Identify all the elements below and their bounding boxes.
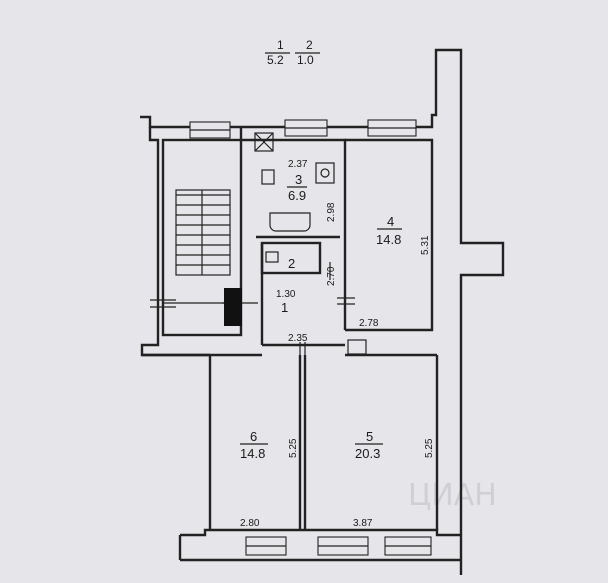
walls: [140, 48, 505, 575]
entry-marker: [224, 288, 242, 326]
dim-hall-length: 2.35: [288, 333, 308, 344]
radiator-icon: [347, 339, 367, 355]
dim-kitchen-width: 2.37: [288, 159, 308, 170]
dim-room5-height: 5.25: [424, 438, 435, 458]
staircase: [150, 189, 258, 308]
room5-number: 5: [366, 429, 373, 444]
room1-number: 1: [281, 300, 288, 315]
bathtub-icon: [269, 212, 311, 232]
doors: [299, 262, 355, 370]
watermark: ЦИАН: [408, 478, 497, 513]
dim-room6-height: 5.25: [288, 438, 299, 458]
dim-bath-depth: 2.70: [326, 266, 337, 286]
dim-room5-width: 3.87: [353, 518, 373, 529]
room3-area: 6.9: [288, 188, 306, 203]
dim-room4-width: 2.78: [359, 318, 379, 329]
dim-room4-height: 5.31: [420, 235, 431, 255]
header-room1-area: 5.2: [267, 53, 284, 67]
header-room1-number: 1: [277, 38, 284, 52]
dim-room6-width: 2.80: [240, 518, 260, 529]
dimension-labels: 2.98 5.31 2.78 2.70 1.30 2.35 5.25 5.25 …: [240, 202, 435, 529]
room4-number: 4: [387, 214, 394, 229]
room3-number: 3: [295, 172, 302, 187]
vent-shaft-icon: [254, 132, 274, 152]
dim-kitchen-depth: 2.98: [326, 202, 337, 222]
room6-area: 14.8: [240, 446, 265, 461]
stove-icon: [315, 162, 335, 184]
room6-number: 6: [250, 429, 257, 444]
room5-area: 20.3: [355, 446, 380, 461]
toilet-icon: [265, 251, 279, 263]
dim-hall-width: 1.30: [276, 289, 296, 300]
header-room2-number: 2: [306, 38, 313, 52]
windows: [189, 119, 432, 556]
room-labels: 2.37 3 6.9 4 14.8 2 1 6 14.8 5 20.3: [240, 159, 402, 461]
area-header: 1 5.2 2 1.0: [265, 38, 320, 67]
room2-number: 2: [288, 256, 295, 271]
sink-icon: [261, 169, 275, 185]
header-room2-area: 1.0: [297, 53, 314, 67]
room4-area: 14.8: [376, 232, 401, 247]
fixtures: [254, 132, 367, 355]
